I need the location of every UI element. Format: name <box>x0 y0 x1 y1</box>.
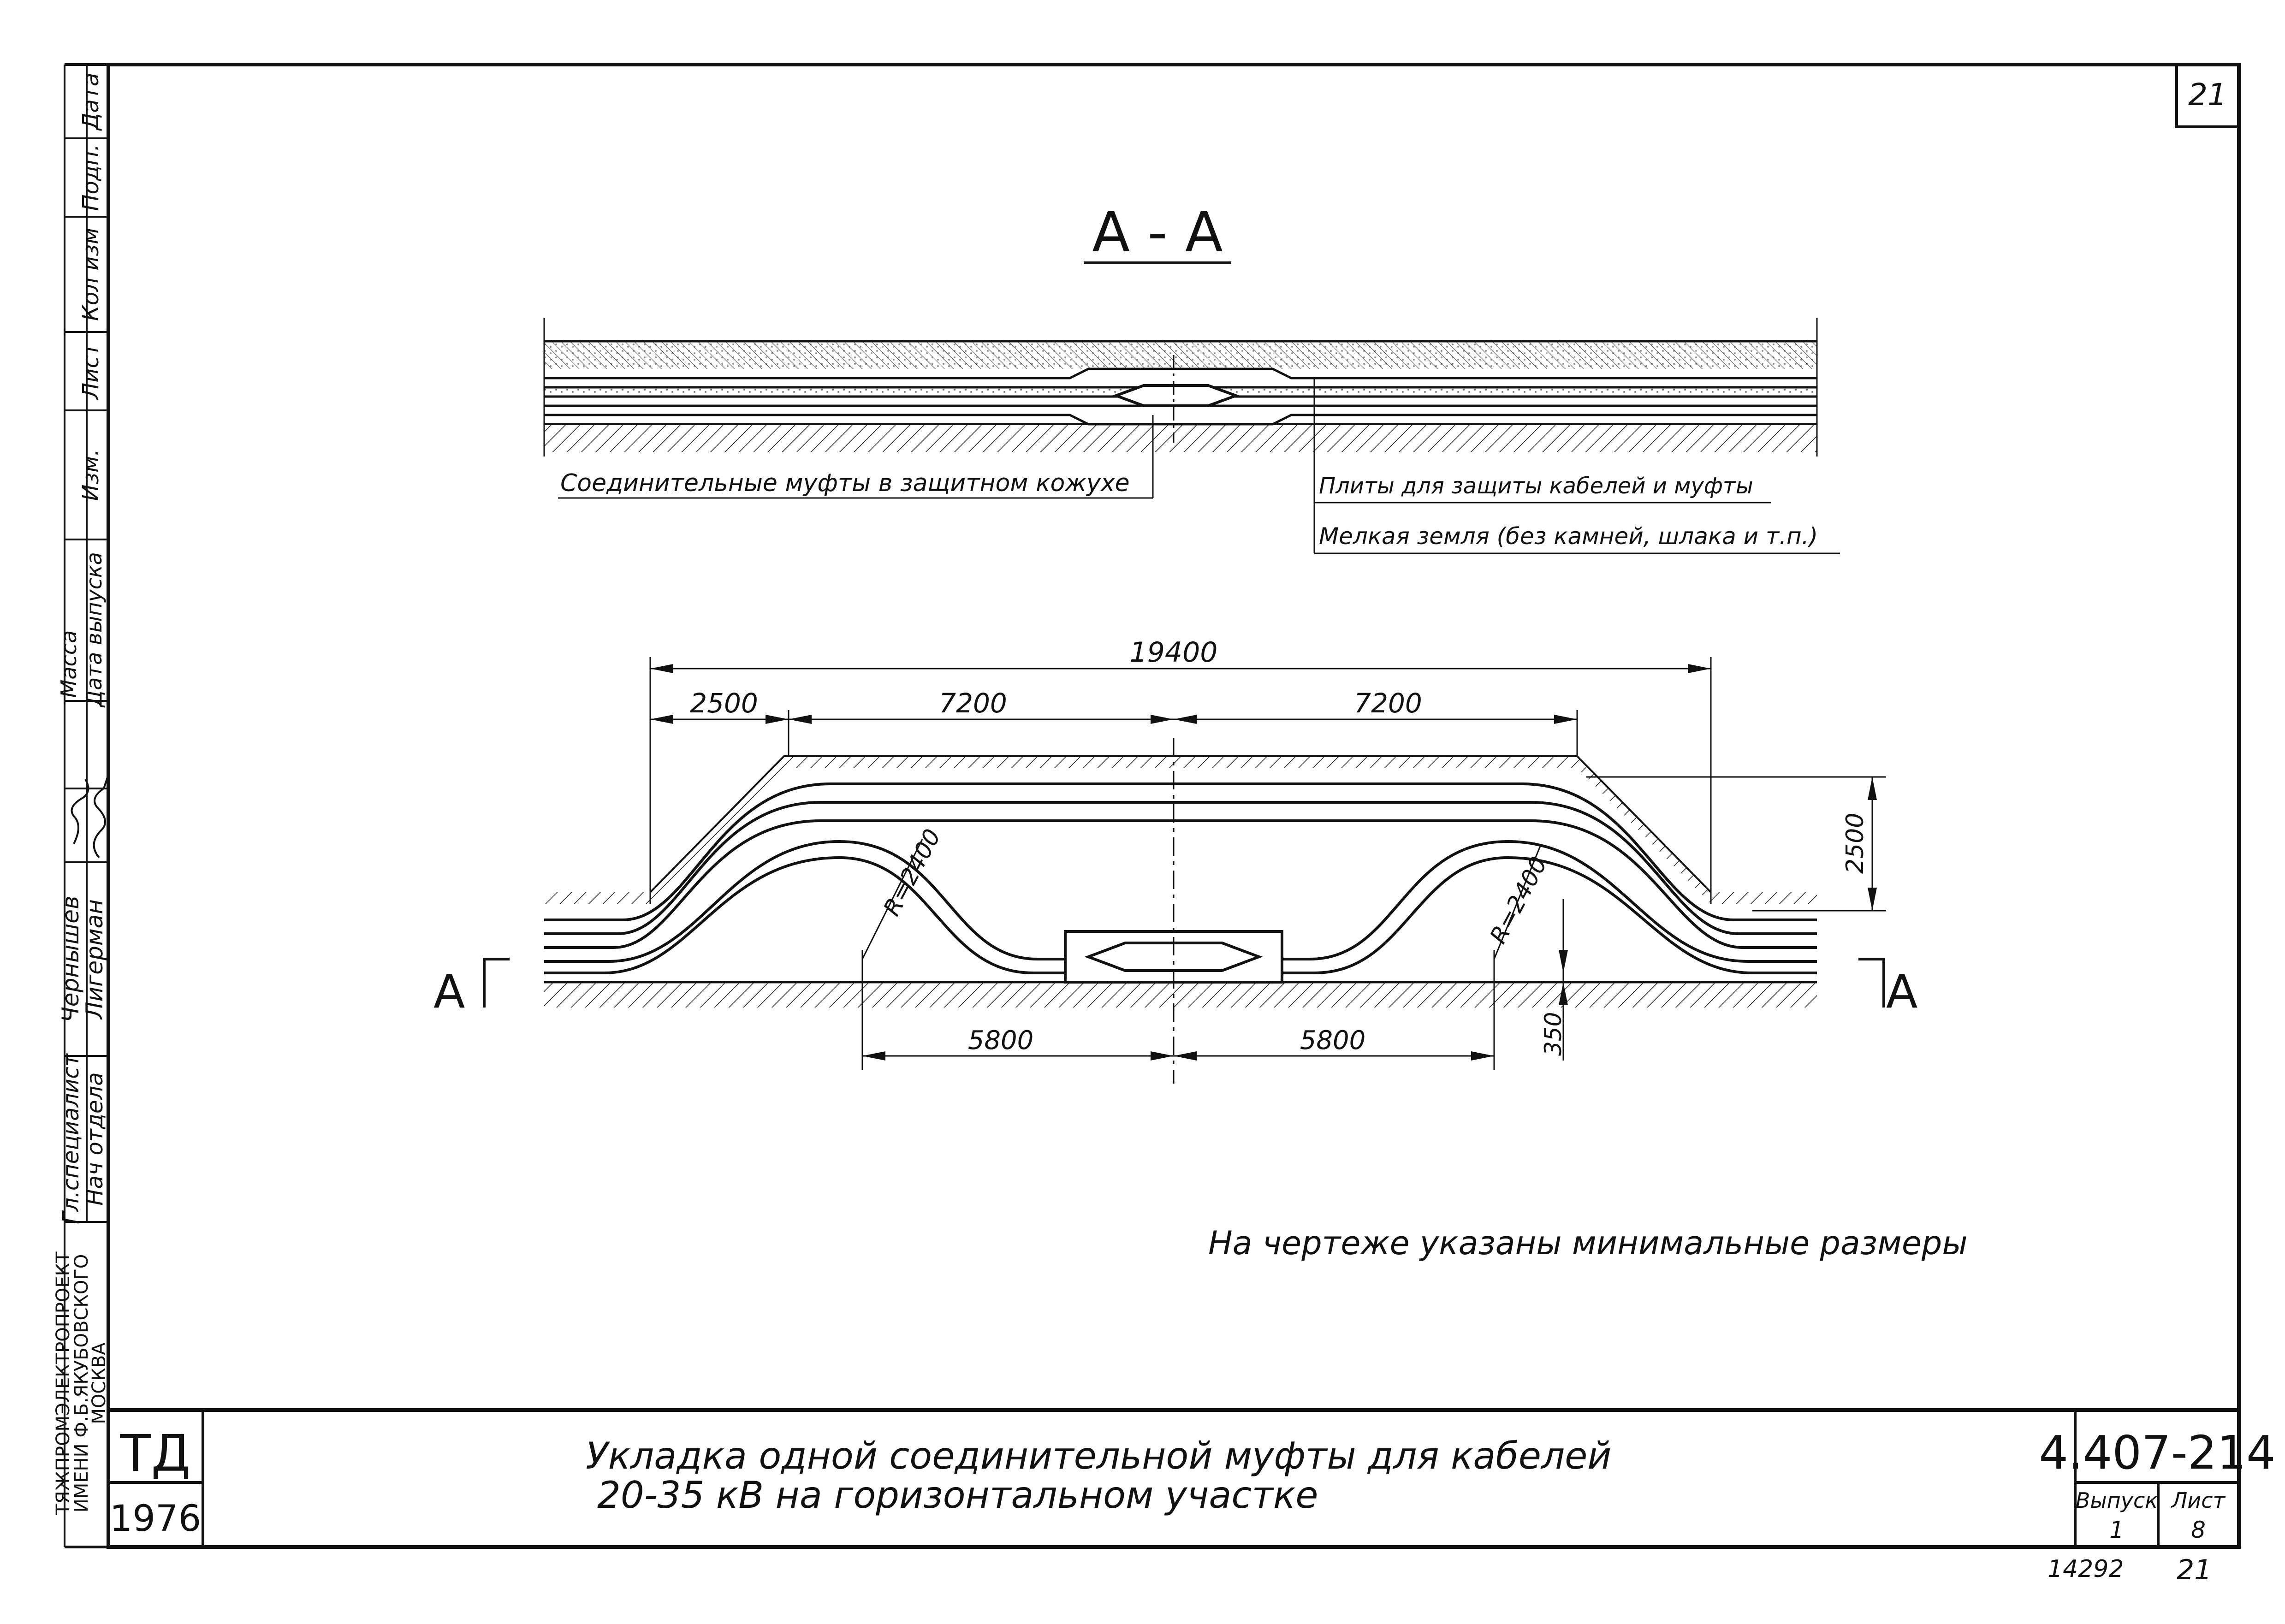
dim-radius-right: R=2400 <box>1484 852 1552 948</box>
sheet-value: 8 <box>2191 1517 2206 1543</box>
title-block: ТД 1976 Укладка одной соединительной муф… <box>108 1410 2276 1547</box>
stamp-td: ТД <box>119 1424 190 1483</box>
section-mark-left: А <box>433 965 465 1019</box>
dim-right-half: 7200 <box>1354 688 1422 719</box>
year: 1976 <box>110 1498 202 1540</box>
drawing-note: На чертеже указаны минимальные размеры <box>1208 1224 1968 1262</box>
label-fine-soil: Мелкая земля (без камней, шлака и т.п.) <box>1319 523 1818 550</box>
section-mark-left-line <box>483 958 510 1008</box>
dim-overall: 19400 <box>1130 636 1218 669</box>
title-line-1: Укладка одной соединительной муфты для к… <box>586 1434 1611 1477</box>
plan-view: 19400 2500 7200 7200 <box>433 636 1917 1084</box>
role-dept-head: Нач отдела <box>82 1072 108 1205</box>
dim-left-half: 7200 <box>939 688 1007 719</box>
side-table: Дата Подп. Кол изм Лист Изм. Дата выпуск… <box>53 65 110 1516</box>
issue-label: Выпуск <box>2076 1488 2158 1513</box>
org-line-2: ИМЕНИ Ф.Б.ЯКУБОВСКОГО <box>71 1254 92 1512</box>
mass-label: Масса <box>56 630 81 698</box>
col-header-sheet: Лист <box>78 342 104 400</box>
issue-value: 1 <box>2109 1517 2124 1543</box>
col-header-change: Изм. <box>78 449 104 501</box>
label-plates: Плиты для защиты кабелей и муфты <box>1319 473 1753 499</box>
doc-number: 4.407-214 <box>2039 1426 2275 1480</box>
sheet-label: Лист <box>2171 1488 2226 1513</box>
col-header-date: Дата <box>78 73 104 131</box>
title-line-2: 20-35 кВ на горизонтальном участке <box>597 1474 1318 1517</box>
bottom-number-left: 14292 <box>2048 1555 2124 1583</box>
bottom-number-right: 21 <box>2177 1554 2212 1586</box>
section-a-a: А - А Соединительные муфты в защитном ко… <box>543 201 1840 554</box>
col-header-qty: Кол изм <box>78 228 104 321</box>
signature-1 <box>71 778 89 844</box>
dim-left-edge: 2500 <box>690 688 758 719</box>
col-header-sign: Подп. <box>78 144 104 211</box>
role-chief-specialist: Гл.специалист <box>58 1053 84 1224</box>
page-number: 21 <box>2188 77 2227 113</box>
name-chernyshev: Чернышев <box>57 896 84 1023</box>
signature-2 <box>93 774 109 859</box>
dim-bottom-left: 5800 <box>968 1025 1034 1055</box>
section-mark-right-line <box>1858 958 1885 1008</box>
org-line-1: ТЯЖПРОМЭЛЕКТРОПРОЕКТ <box>53 1251 74 1516</box>
drawing-frame <box>64 63 2241 1549</box>
name-ligerman: Лигерман <box>81 899 108 1020</box>
label-couplings: Соединительные муфты в защитном кожухе <box>560 469 1130 497</box>
section-mark-right: А <box>1886 965 1917 1019</box>
dim-height: 2500 <box>1841 813 1869 874</box>
dim-bottom-right: 5800 <box>1300 1025 1366 1055</box>
date-label: Дата выпуска <box>82 552 107 708</box>
section-title: А - А <box>1092 201 1223 265</box>
org-line-3: МОСКВА <box>89 1342 110 1424</box>
dim-offset: 350 <box>1540 1012 1567 1056</box>
